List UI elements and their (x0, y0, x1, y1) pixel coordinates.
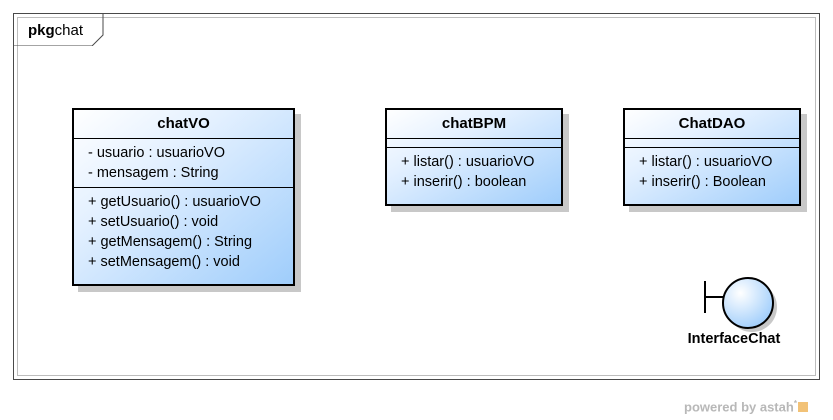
operation-get-usuario: + getUsuario() : usuarioVO (88, 194, 261, 210)
attributes-compartment (387, 139, 561, 148)
class-name: chatVO (74, 110, 293, 139)
package-tab (14, 14, 104, 46)
attribute-usuario: - usuario : usuarioVO (88, 145, 226, 161)
boundary-icon[interactable] (700, 276, 780, 336)
watermark-text: powered by astah (684, 399, 794, 415)
class-name: ChatDAO (625, 110, 799, 139)
class-name: chatBPM (387, 110, 561, 139)
package-keyword: pkg (28, 22, 55, 39)
operations-compartment: + listar() : usuarioVO + inserir() : Boo… (625, 148, 799, 196)
watermark-mark: * (793, 399, 797, 408)
package-name: chat (54, 22, 84, 39)
attribute-mensagem: - mensagem : String (88, 165, 219, 181)
operation-inserir: + inserir() : Boolean (639, 174, 766, 190)
class-chatvo[interactable]: chatVO - usuario : usuarioVO - mensagem … (72, 108, 295, 286)
operation-inserir: + inserir() : boolean (401, 174, 527, 190)
class-chatbpm[interactable]: chatBPM + listar() : usuarioVO + inserir… (385, 108, 563, 206)
class-chatdao[interactable]: ChatDAO + listar() : usuarioVO + inserir… (623, 108, 801, 206)
operation-listar: + listar() : usuarioVO (639, 154, 773, 170)
attributes-compartment: - usuario : usuarioVO - mensagem : Strin… (74, 139, 293, 188)
package-frame-inner-border (17, 17, 816, 376)
operations-compartment: + getUsuario() : usuarioVO + setUsuario(… (74, 188, 293, 276)
boundary-label: InterfaceChat (687, 331, 781, 347)
operation-listar: + listar() : usuarioVO (401, 154, 535, 170)
attributes-compartment (625, 139, 799, 148)
operation-set-mensagem: + setMensagem() : void (88, 254, 240, 270)
operation-get-mensagem: + getMensagem() : String (88, 234, 253, 250)
astah-watermark: powered by astah* (684, 399, 808, 414)
operation-set-usuario: + setUsuario() : void (88, 214, 219, 230)
package-label[interactable]: pkgchat (28, 22, 83, 39)
operations-compartment: + listar() : usuarioVO + inserir() : boo… (387, 148, 561, 196)
astah-logo-icon (797, 402, 808, 413)
